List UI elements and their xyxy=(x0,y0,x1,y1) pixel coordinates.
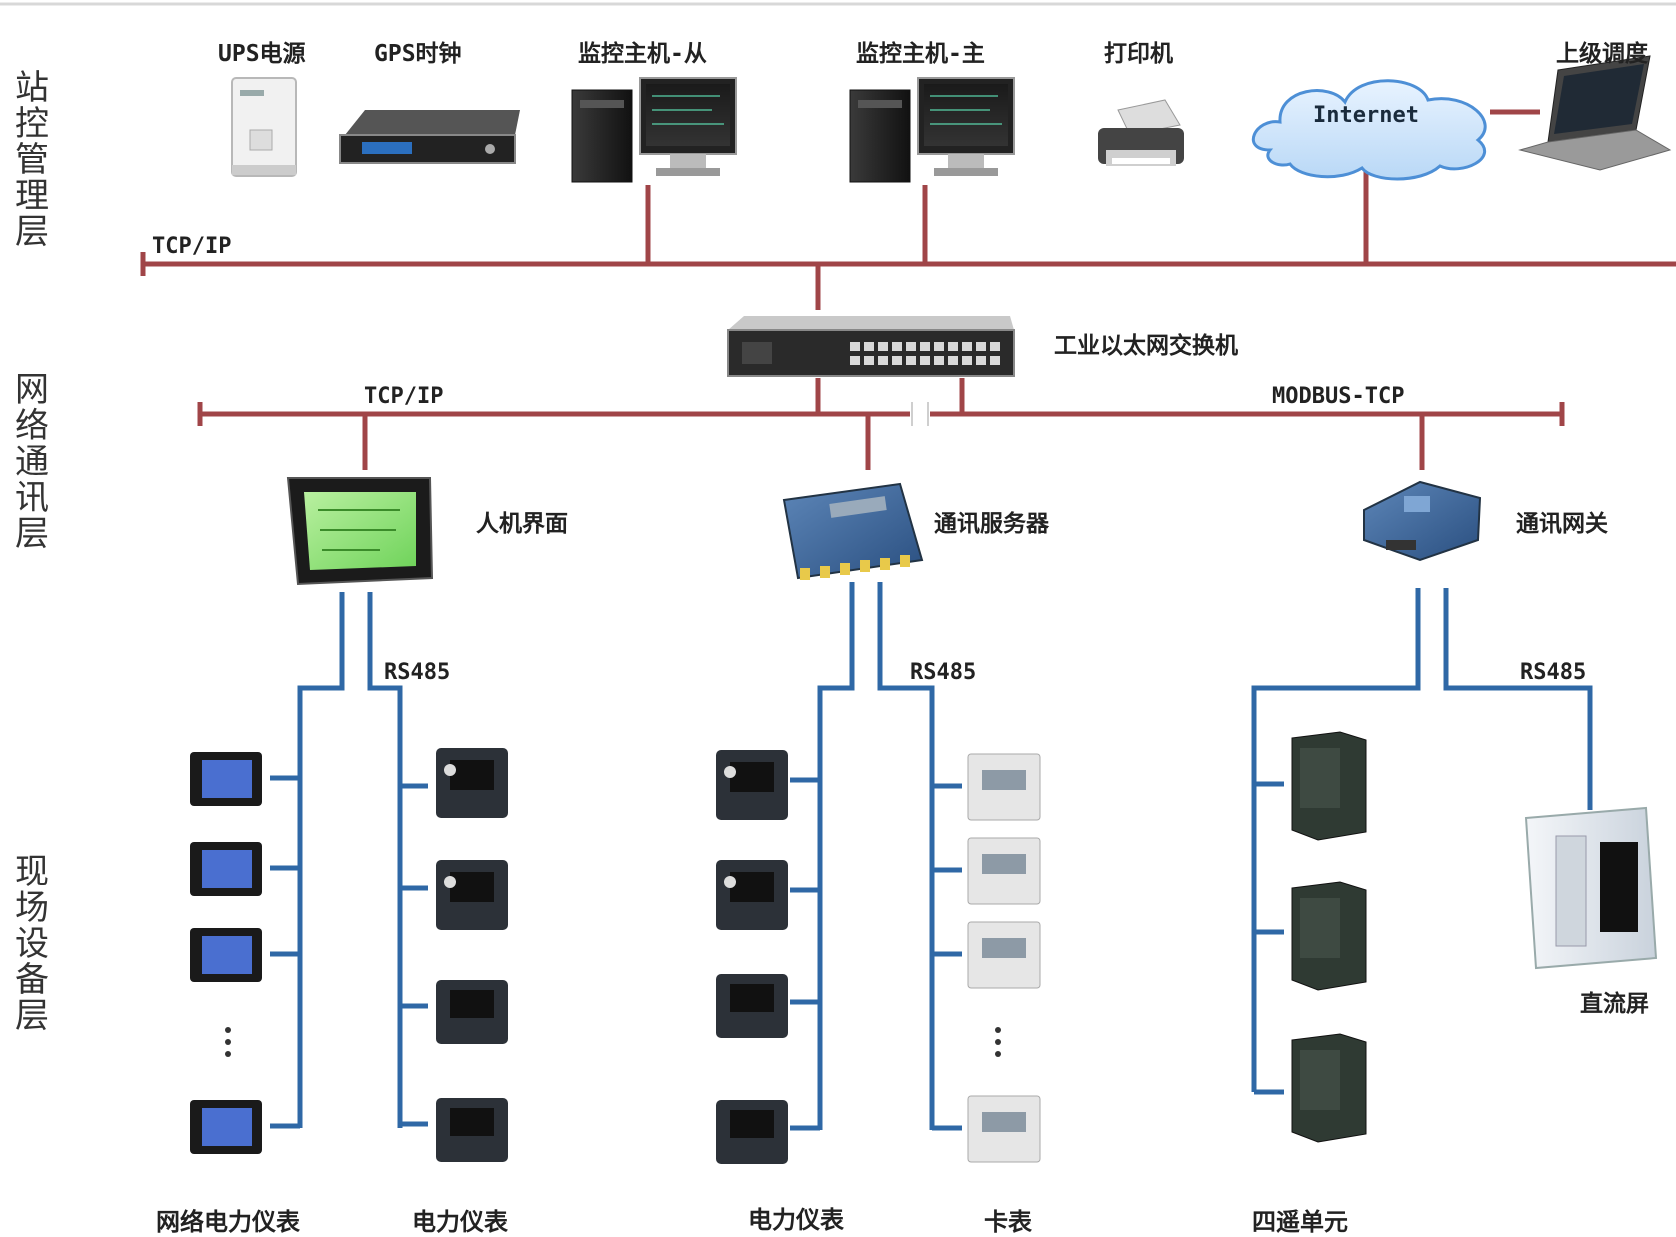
monitor-host-slave-icon xyxy=(571,77,737,183)
network-power-meter-icons xyxy=(190,752,262,1154)
comm-gateway-label: 通讯网关 xyxy=(1516,511,1608,537)
ups-icon xyxy=(231,77,297,177)
tcp-ip-top-label: TCP/IP xyxy=(152,234,232,259)
switch-ports xyxy=(850,342,1000,365)
rs485-label-2: RS485 xyxy=(910,660,977,685)
dc-panel-label: 直流屏 xyxy=(1580,991,1649,1017)
modbus-tcp-label: MODBUS-TCP xyxy=(1272,384,1405,409)
rs485-server-left xyxy=(817,582,855,1130)
internet-label: Internet xyxy=(1313,103,1419,128)
rs485-hmi-left xyxy=(297,592,345,1128)
comm-server-icon xyxy=(782,482,924,580)
gps-clock-icon xyxy=(339,110,520,164)
printer-icon xyxy=(1098,99,1184,166)
monitor-host-master-label: 监控主机-主 xyxy=(856,41,985,67)
power-meter-label-1: 电力仪表 xyxy=(412,1208,508,1236)
rs485-hmi-right xyxy=(367,592,403,1128)
power-meter-icons-hmi xyxy=(436,748,508,1162)
rs485-label-1: RS485 xyxy=(384,660,451,685)
rs485-label-3: RS485 xyxy=(1520,660,1587,685)
gps-clock-label: GPS时钟 xyxy=(374,41,462,67)
remote-unit-icons xyxy=(1291,731,1367,1143)
power-meter-icons-server xyxy=(716,750,788,1164)
bus-gap-markers xyxy=(911,402,929,426)
rs485-links xyxy=(270,582,1593,1131)
hmi-label: 人机界面 xyxy=(476,511,568,537)
printer-label: 打印机 xyxy=(1104,41,1173,67)
industrial-switch-icon xyxy=(727,316,1015,377)
layer-label-station: 站控管理层 xyxy=(15,68,49,252)
laptop-icon xyxy=(1518,55,1672,171)
layer-label-field: 现场设备层 xyxy=(15,852,49,1036)
monitor-host-slave-label: 监控主机-从 xyxy=(578,41,707,67)
switch-label: 工业以太网交换机 xyxy=(1054,333,1238,359)
tcp-ip-middle-label: TCP/IP xyxy=(364,384,444,409)
rs485-gateway-left xyxy=(1251,588,1421,1092)
rail-meter-label: 卡表 xyxy=(984,1208,1032,1236)
power-meter-label-2: 电力仪表 xyxy=(748,1206,844,1234)
network-power-meter-label: 网络电力仪表 xyxy=(156,1208,300,1236)
rail-meter-icons xyxy=(967,753,1041,1163)
dispatch-label: 上级调度 xyxy=(1556,41,1648,67)
hmi-panel-icon xyxy=(286,477,434,586)
remote-unit-label: 四遥单元 xyxy=(1252,1208,1348,1236)
ellipsis-dots xyxy=(225,1027,1001,1057)
ups-label: UPS电源 xyxy=(218,41,306,67)
comm-gateway-icon xyxy=(1363,480,1482,562)
tcp-ip-links xyxy=(140,109,1676,470)
dc-panel-cabinet-icon xyxy=(1524,806,1658,970)
comm-server-label: 通讯服务器 xyxy=(934,511,1049,537)
rs485-gateway-right xyxy=(1443,588,1593,810)
layer-label-network: 网络通讯层 xyxy=(15,370,49,554)
internet-cloud-icon xyxy=(1251,79,1487,181)
monitor-host-master-icon xyxy=(849,77,1015,183)
rs485-server-right xyxy=(877,582,935,1130)
